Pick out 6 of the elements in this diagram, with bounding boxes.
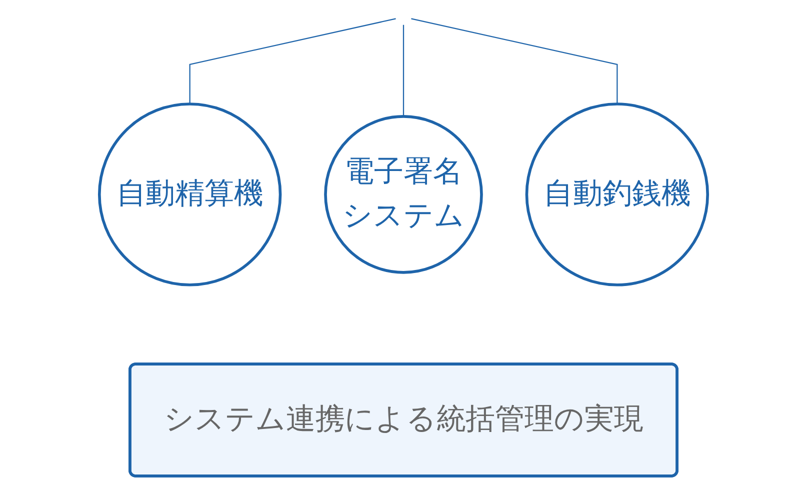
connector xyxy=(402,24,404,116)
node-circle: 自動精算機 xyxy=(98,102,282,286)
connector xyxy=(411,18,618,104)
node-circle: 電子署名システム xyxy=(324,115,483,274)
node-circle: 自動釣銭機 xyxy=(525,102,710,286)
connector xyxy=(189,18,396,104)
